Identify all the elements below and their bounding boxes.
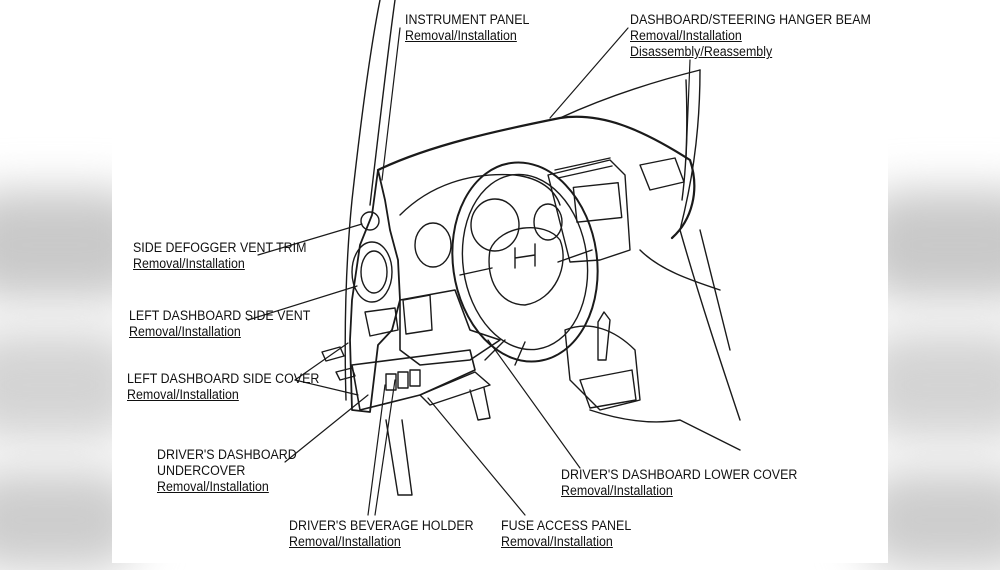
hanger-beam-disassembly-link[interactable]: Disassembly/Reassembly: [630, 44, 773, 59]
defogger-title: SIDE DEFOGGER VENT TRIM: [133, 240, 307, 255]
label-side-vent: LEFT DASHBOARD SIDE VENT Removal/Install…: [129, 308, 310, 340]
undercover-removal-link[interactable]: Removal/Installation: [157, 479, 269, 494]
fuse-panel: [419, 371, 491, 406]
label-defogger: SIDE DEFOGGER VENT TRIM Removal/Installa…: [133, 240, 306, 272]
leader-instrument-panel: [381, 27, 401, 181]
gauge-right: [533, 203, 563, 241]
center-console: [564, 325, 641, 411]
cluster-hood: [399, 173, 561, 216]
hanger-beam-title: DASHBOARD/STEERING HANGER BEAM: [630, 12, 871, 27]
a-pillar: [344, 0, 381, 401]
leader-side-vent: [247, 285, 358, 321]
console-tray: [579, 369, 637, 409]
lower-cover-removal-link[interactable]: Removal/Installation: [561, 483, 673, 498]
leader-beverage-2: [374, 379, 396, 516]
side-cover-title: LEFT DASHBOARD SIDE COVER: [127, 371, 320, 386]
label-undercover: DRIVER'S DASHBOARD UNDERCOVER Removal/In…: [157, 447, 297, 495]
steering-wheel-outer: [451, 161, 599, 363]
dashboard-top: [376, 115, 696, 240]
side-panel-piece: [364, 307, 399, 337]
leader-beverage: [367, 384, 386, 516]
label-instrument-panel: INSTRUMENT PANEL Removal/Installation: [405, 12, 529, 44]
gauge-left: [414, 222, 452, 268]
side-vent-outer: [351, 241, 393, 303]
steering-hub: [488, 226, 564, 306]
beverage-holder-title: DRIVER'S BEVERAGE HOLDER: [289, 518, 474, 533]
leader-defogger: [257, 223, 363, 256]
honda-logo: [514, 243, 536, 269]
leader-undercover: [284, 394, 369, 463]
center-vents: [554, 157, 613, 179]
label-hanger-beam: DASHBOARD/STEERING HANGER BEAM Removal/I…: [630, 12, 871, 60]
hanger-beam-removal-link[interactable]: Removal/Installation: [630, 28, 742, 43]
leader-side-cover: [294, 342, 349, 381]
left-side-panel: [349, 169, 401, 413]
undercover-title-line2: UNDERCOVER: [157, 463, 246, 478]
brake-pedal: [385, 419, 413, 496]
a-pillar-inner: [369, 0, 396, 206]
label-beverage-holder: DRIVER'S BEVERAGE HOLDER Removal/Install…: [289, 518, 474, 550]
diagram-canvas: [112, 0, 888, 563]
side-clip-2: [335, 367, 356, 381]
center-stack: [547, 159, 631, 263]
leader-side-cover-2: [294, 379, 359, 396]
beverage-holder-2: [397, 371, 409, 389]
side-vent-removal-link[interactable]: Removal/Installation: [129, 324, 241, 339]
defogger-removal-link[interactable]: Removal/Installation: [133, 256, 245, 271]
steering-spoke-left: [459, 267, 493, 276]
lower-cover: [399, 289, 501, 366]
beverage-holder-1: [385, 373, 397, 391]
windshield-edge: [559, 69, 701, 119]
instrument-panel-title: INSTRUMENT PANEL: [405, 12, 530, 27]
lower-cover-title: DRIVER'S DASHBOARD LOWER COVER: [561, 467, 798, 482]
defogger-vent-trim: [360, 211, 380, 231]
lower-vent: [402, 294, 433, 335]
side-clip-1: [321, 346, 345, 362]
leader-fuse: [427, 397, 526, 516]
beverage-holder-removal-link[interactable]: Removal/Installation: [289, 534, 401, 549]
door-line: [699, 229, 731, 351]
label-side-cover: LEFT DASHBOARD SIDE COVER Removal/Instal…: [127, 371, 319, 403]
center-screen: [572, 181, 623, 223]
gauge-center: [470, 198, 520, 252]
instrument-panel-removal-link[interactable]: Removal/Installation: [405, 28, 517, 43]
glovebox-curve: [639, 249, 721, 291]
label-lower-cover: DRIVER'S DASHBOARD LOWER COVER Removal/I…: [561, 467, 797, 499]
side-cover-removal-link[interactable]: Removal/Installation: [127, 387, 239, 402]
right-pillar: [679, 69, 741, 421]
shift-lever: [597, 311, 611, 361]
fuse-panel-title: FUSE ACCESS PANEL: [501, 518, 632, 533]
fuse-panel-removal-link[interactable]: Removal/Installation: [501, 534, 613, 549]
label-fuse-panel: FUSE ACCESS PANEL Removal/Installation: [501, 518, 631, 550]
leader-lines: [247, 27, 691, 516]
floor-line: [589, 409, 741, 451]
side-vent-inner: [360, 250, 388, 294]
steering-spoke-right: [557, 249, 593, 263]
right-vent: [639, 157, 685, 191]
steering-wheel-inner: [461, 173, 589, 351]
undercover-title-line1: DRIVER'S DASHBOARD: [157, 447, 297, 462]
beverage-holder-3: [409, 369, 421, 387]
leader-hanger-beam: [549, 27, 629, 119]
leader-lower-cover: [487, 339, 581, 469]
side-vent-title: LEFT DASHBOARD SIDE VENT: [129, 308, 311, 323]
leader-hanger-beam-2: [685, 59, 691, 161]
accelerator-pedal: [469, 387, 491, 421]
